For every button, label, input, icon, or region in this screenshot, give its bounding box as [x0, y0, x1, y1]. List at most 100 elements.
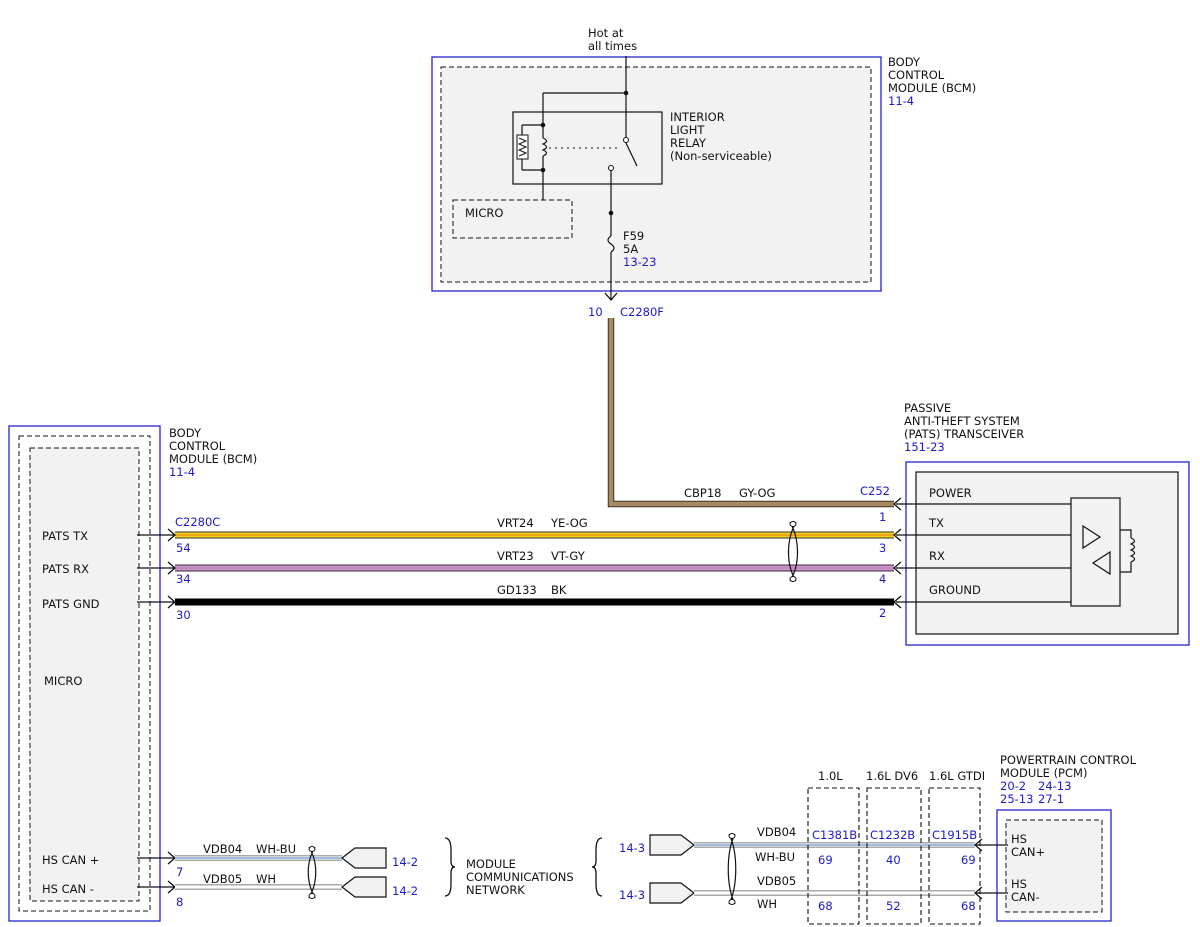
bcm-pats-gnd-label: PATS GND [42, 597, 100, 611]
hot-at-line-2: all times [588, 39, 637, 53]
engine-2-connector: C1232B [870, 828, 915, 842]
network-right-brace-icon [591, 837, 603, 897]
tx-amplifier-icon [1082, 524, 1102, 550]
wire-cbp18 [607, 318, 894, 508]
interior-light-relay: INTERIOR LIGHT RELAY (Non-serviceable) [512, 90, 772, 200]
bcm-pats-rx-label: PATS RX [42, 562, 89, 576]
relay-label-4: (Non-serviceable) [670, 149, 772, 163]
pcm-ref-3: 25-13 [1000, 792, 1033, 806]
engine-2-pin-plus: 40 [886, 853, 901, 867]
network-label-1: MODULE [466, 857, 516, 871]
pcm-title-1: POWERTRAIN CONTROL [1000, 753, 1137, 767]
bcm-left-connector: C2280C [175, 515, 220, 529]
pats-title-1: PASSIVE [904, 401, 951, 415]
relay-label-1: INTERIOR [670, 110, 725, 124]
engine-3-pin-minus: 68 [961, 899, 976, 913]
pats-pin-1: 1 [879, 510, 886, 524]
rx-amplifier-icon [1091, 550, 1111, 576]
pin-10-arrow-icon [604, 292, 618, 301]
engine-box-1-6l-gtdi [928, 787, 981, 925]
pats-connector: C252 [860, 484, 890, 498]
can-plus-right-splice-icon [649, 834, 695, 856]
bcm-left-title-2: CONTROL [169, 439, 226, 453]
pats-pin-4: 4 [879, 572, 886, 586]
engine-3-name: 1.6L GTDI [929, 769, 985, 783]
pats-ground-label: GROUND [929, 583, 981, 597]
antenna-coil-icon [1129, 537, 1136, 563]
engine-3-pin-plus: 69 [961, 853, 976, 867]
pats-transceiver-module: PASSIVE ANTI-THEFT SYSTEM (PATS) TRANSCE… [860, 401, 1190, 646]
bcm-top-title-1: BODY [888, 55, 921, 69]
wire-vdb04-right-circuit: VDB04 [757, 825, 796, 839]
pats-title-3: (PATS) TRANSCEIVER [904, 427, 1024, 441]
wire-vdb04-right-color: WH-BU [755, 850, 795, 864]
bcm-top-module: BODY CONTROL MODULE (BCM) 11-4 [431, 55, 976, 292]
wire-cbp18-circuit: CBP18 [684, 486, 722, 500]
can-left-ref-plus: 14-2 [392, 855, 418, 869]
fuse-icon [607, 235, 615, 253]
bcm-left-title-1: BODY [169, 426, 202, 440]
network-label-3: NETWORK [466, 883, 525, 897]
can-right-twist-icon [727, 833, 737, 905]
relay-label-2: LIGHT [670, 123, 705, 137]
wire-vdb05-right-color: WH [757, 897, 777, 911]
hot-at-line-1: Hot at [588, 26, 624, 40]
wire-gd133-color: BK [551, 583, 567, 597]
pats-pin-2: 2 [879, 606, 886, 620]
pcm-can-minus-1: HS [1011, 877, 1027, 891]
pats-title-2: ANTI-THEFT SYSTEM [904, 414, 1020, 428]
relay-resistor-icon [516, 134, 529, 160]
pcm-ref-2: 24-13 [1038, 779, 1071, 793]
pcm-title-2: MODULE (PCM) [1000, 766, 1087, 780]
bcm-left-module: BODY CONTROL MODULE (BCM) 11-4 C2280C PA… [8, 425, 257, 922]
twisted-pair-icon [787, 521, 799, 582]
wire-vdb05-left-color: WH [256, 872, 276, 886]
wire-vdb04-left-color: WH-BU [256, 842, 296, 856]
pats-power-label: POWER [929, 486, 972, 500]
bcm-top-pin-10: 10 [588, 305, 603, 319]
pcm-ref-1: 20-2 [1000, 779, 1026, 793]
bcm-top-connector: C2280F [620, 305, 664, 319]
wire-cbp18-color: GY-OG [739, 486, 775, 500]
fuse-name: F59 [623, 229, 644, 243]
pats-ref: 151-23 [904, 440, 945, 454]
fuse-ref: 13-23 [623, 255, 656, 269]
bcm-pin-stubs [137, 534, 175, 888]
pcm-can-minus-2: CAN- [1011, 890, 1040, 904]
engine-1-connector: C1381B [812, 828, 857, 842]
relay-label-3: RELAY [670, 136, 707, 150]
can-right-ref-plus: 14-3 [619, 841, 645, 855]
network-left-brace-icon [444, 837, 456, 897]
bcm-top-ref: 11-4 [888, 94, 914, 108]
relay-coil-icon [541, 137, 548, 157]
bcm-pin-34: 34 [176, 572, 191, 586]
pcm-can-plus-1: HS [1011, 832, 1027, 846]
can-left-ref-minus: 14-2 [392, 884, 418, 898]
pcm-module: POWERTRAIN CONTROL MODULE (PCM) 20-2 24-… [996, 753, 1137, 922]
pats-connector-arrows [893, 497, 902, 609]
network-label-2: COMMUNICATIONS [466, 870, 574, 884]
wire-vrt23-circuit: VRT23 [497, 549, 534, 563]
wire-gd133-circuit: GD133 [497, 583, 537, 597]
wire-vdb04-left-circuit: VDB04 [203, 842, 242, 856]
bcm-top-micro-box [452, 199, 573, 239]
engine-2-pin-minus: 52 [886, 899, 901, 913]
pats-tx-label: TX [928, 516, 944, 530]
can-right-ref-minus: 14-3 [619, 888, 645, 902]
bcm-top-title-3: MODULE (BCM) [888, 81, 976, 95]
can-plus-left-splice-icon [341, 847, 387, 869]
engine-1-pin-minus: 68 [818, 899, 833, 913]
bcm-hs-can-plus-label: HS CAN + [42, 853, 99, 867]
relay-switch-icon [625, 142, 638, 167]
bcm-pin-54: 54 [176, 541, 191, 555]
pats-rx-label: RX [929, 549, 945, 563]
fuse-rating: 5A [623, 242, 638, 256]
can-minus-right-splice-icon [649, 882, 695, 904]
engine-box-1-6l-dv6 [866, 787, 922, 925]
can-minus-left-splice-icon [341, 876, 387, 898]
wire-vrt24-circuit: VRT24 [497, 516, 534, 530]
wire-vdb05-left-circuit: VDB05 [203, 872, 242, 886]
pcm-can-plus-2: CAN+ [1011, 845, 1045, 859]
bcm-pats-tx-label: PATS TX [42, 529, 88, 543]
